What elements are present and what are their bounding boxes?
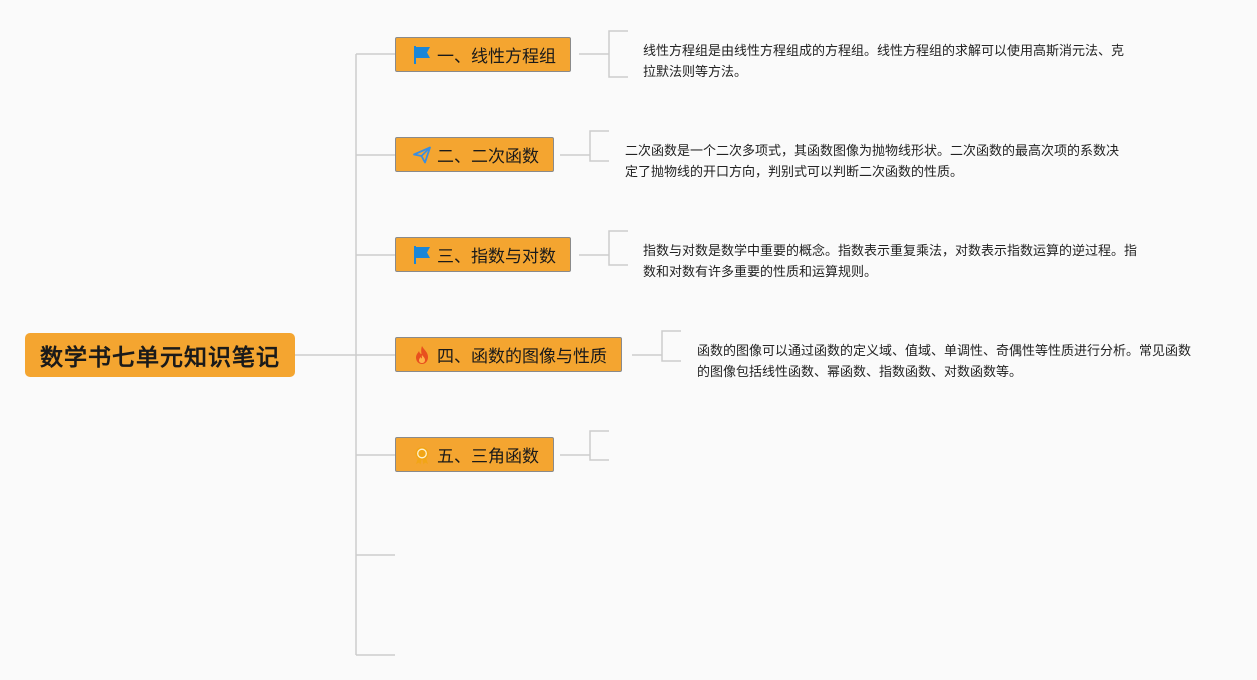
- topic-note-2: 二次函数是一个二次多项式，其函数图像为抛物线形状。二次函数的最高次项的系数决定了…: [625, 144, 1120, 180]
- topic-linear-equations[interactable]: 一、线性方程组: [395, 37, 571, 72]
- topic-note-4: 函数的图像可以通过函数的定义域、值域、单调性、奇偶性等性质进行分析。常见函数的图…: [697, 344, 1192, 380]
- topic-note-3: 指数与对数是数学中重要的概念。指数表示重复乘法，对数表示指数运算的逆过程。指数和…: [643, 244, 1138, 280]
- topic-label: 四、函数的图像与性质: [437, 347, 607, 367]
- note-bracket-5: [589, 430, 609, 461]
- topic-label: 二、二次函数: [437, 147, 539, 167]
- note-bracket-3: [608, 230, 628, 266]
- note-bracket-4: [661, 330, 681, 362]
- topic-label: 一、线性方程组: [437, 47, 556, 67]
- note-bracket-1: [608, 30, 628, 78]
- flag-icon: [411, 44, 433, 66]
- paper-plane-icon: [411, 144, 433, 166]
- topic-note-1: 线性方程组是由线性方程组成的方程组。线性方程组的求解可以使用高斯消元法、克拉默法…: [643, 44, 1125, 80]
- medal-icon: [411, 444, 433, 466]
- topic-trigonometric-functions[interactable]: 五、三角函数: [395, 437, 554, 472]
- topic-function-graphs[interactable]: 四、函数的图像与性质: [395, 337, 622, 372]
- topic-quadratic-function[interactable]: 二、二次函数: [395, 137, 554, 172]
- topic-exponent-logarithm[interactable]: 三、指数与对数: [395, 237, 571, 272]
- topic-label: 三、指数与对数: [437, 247, 556, 267]
- topic-label: 五、三角函数: [437, 447, 539, 467]
- note-bracket-2: [589, 130, 609, 162]
- root-topic[interactable]: 数学书七单元知识笔记: [25, 333, 295, 377]
- flag-icon: [411, 244, 433, 266]
- fire-icon: [411, 344, 433, 366]
